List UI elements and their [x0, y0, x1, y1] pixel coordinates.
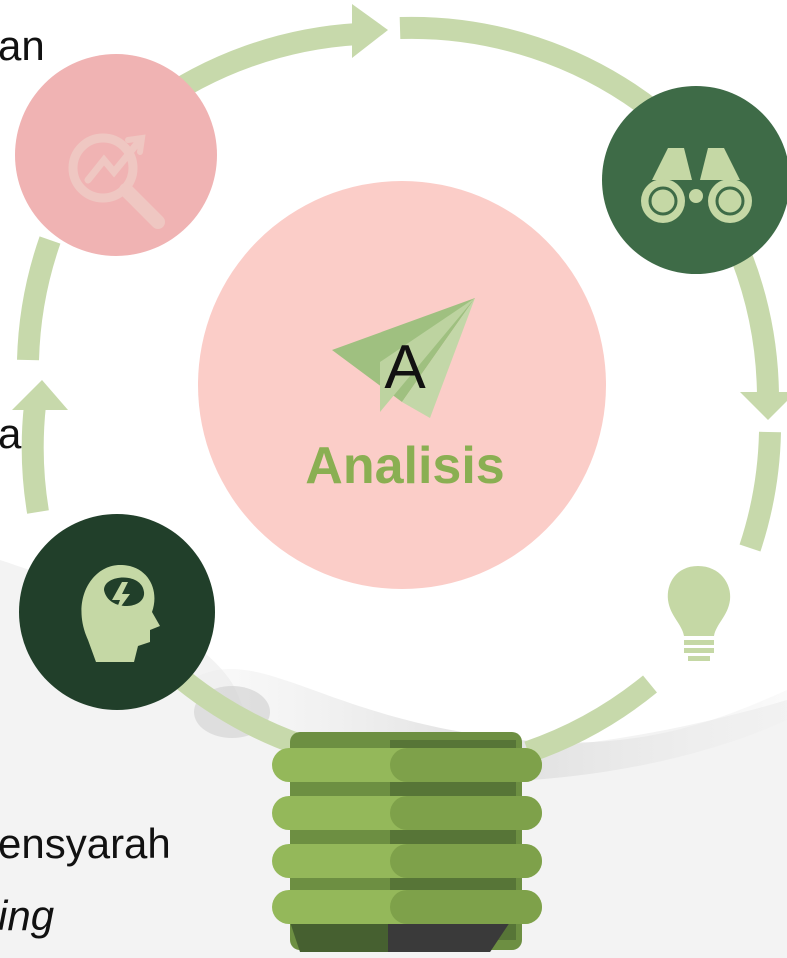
- pink-circle-top-left: [15, 54, 217, 256]
- lightbulb-base-icon: [272, 732, 542, 952]
- ring-arc-right-upper: [731, 254, 780, 401]
- ring-arc-left-upper: [17, 236, 61, 361]
- ring-arc-bottom-right: [524, 675, 657, 763]
- lightbulb-icon: [667, 566, 731, 661]
- center-title: Analisis: [305, 437, 505, 495]
- magnifier-chart-icon: [68, 133, 165, 229]
- slide-text-line-4: ing: [0, 892, 55, 939]
- arrow-head-right: [740, 392, 787, 420]
- center-letter: A: [384, 333, 426, 402]
- slide-text-line-1: an: [0, 22, 45, 69]
- dark-circle-top-right: [602, 86, 787, 274]
- ring-arc-top-right: [399, 16, 662, 121]
- arrow-head-left: [12, 380, 68, 410]
- slide-text-line-3: ensyarah: [0, 820, 171, 867]
- paper-plane-icon: [332, 298, 475, 418]
- binoculars-icon: [641, 148, 752, 223]
- ring-arc-right-lower: [739, 431, 781, 552]
- head-brain-lightning-icon: [81, 565, 160, 662]
- arrow-head-top: [352, 4, 388, 58]
- ring-arc-left: [21, 403, 49, 514]
